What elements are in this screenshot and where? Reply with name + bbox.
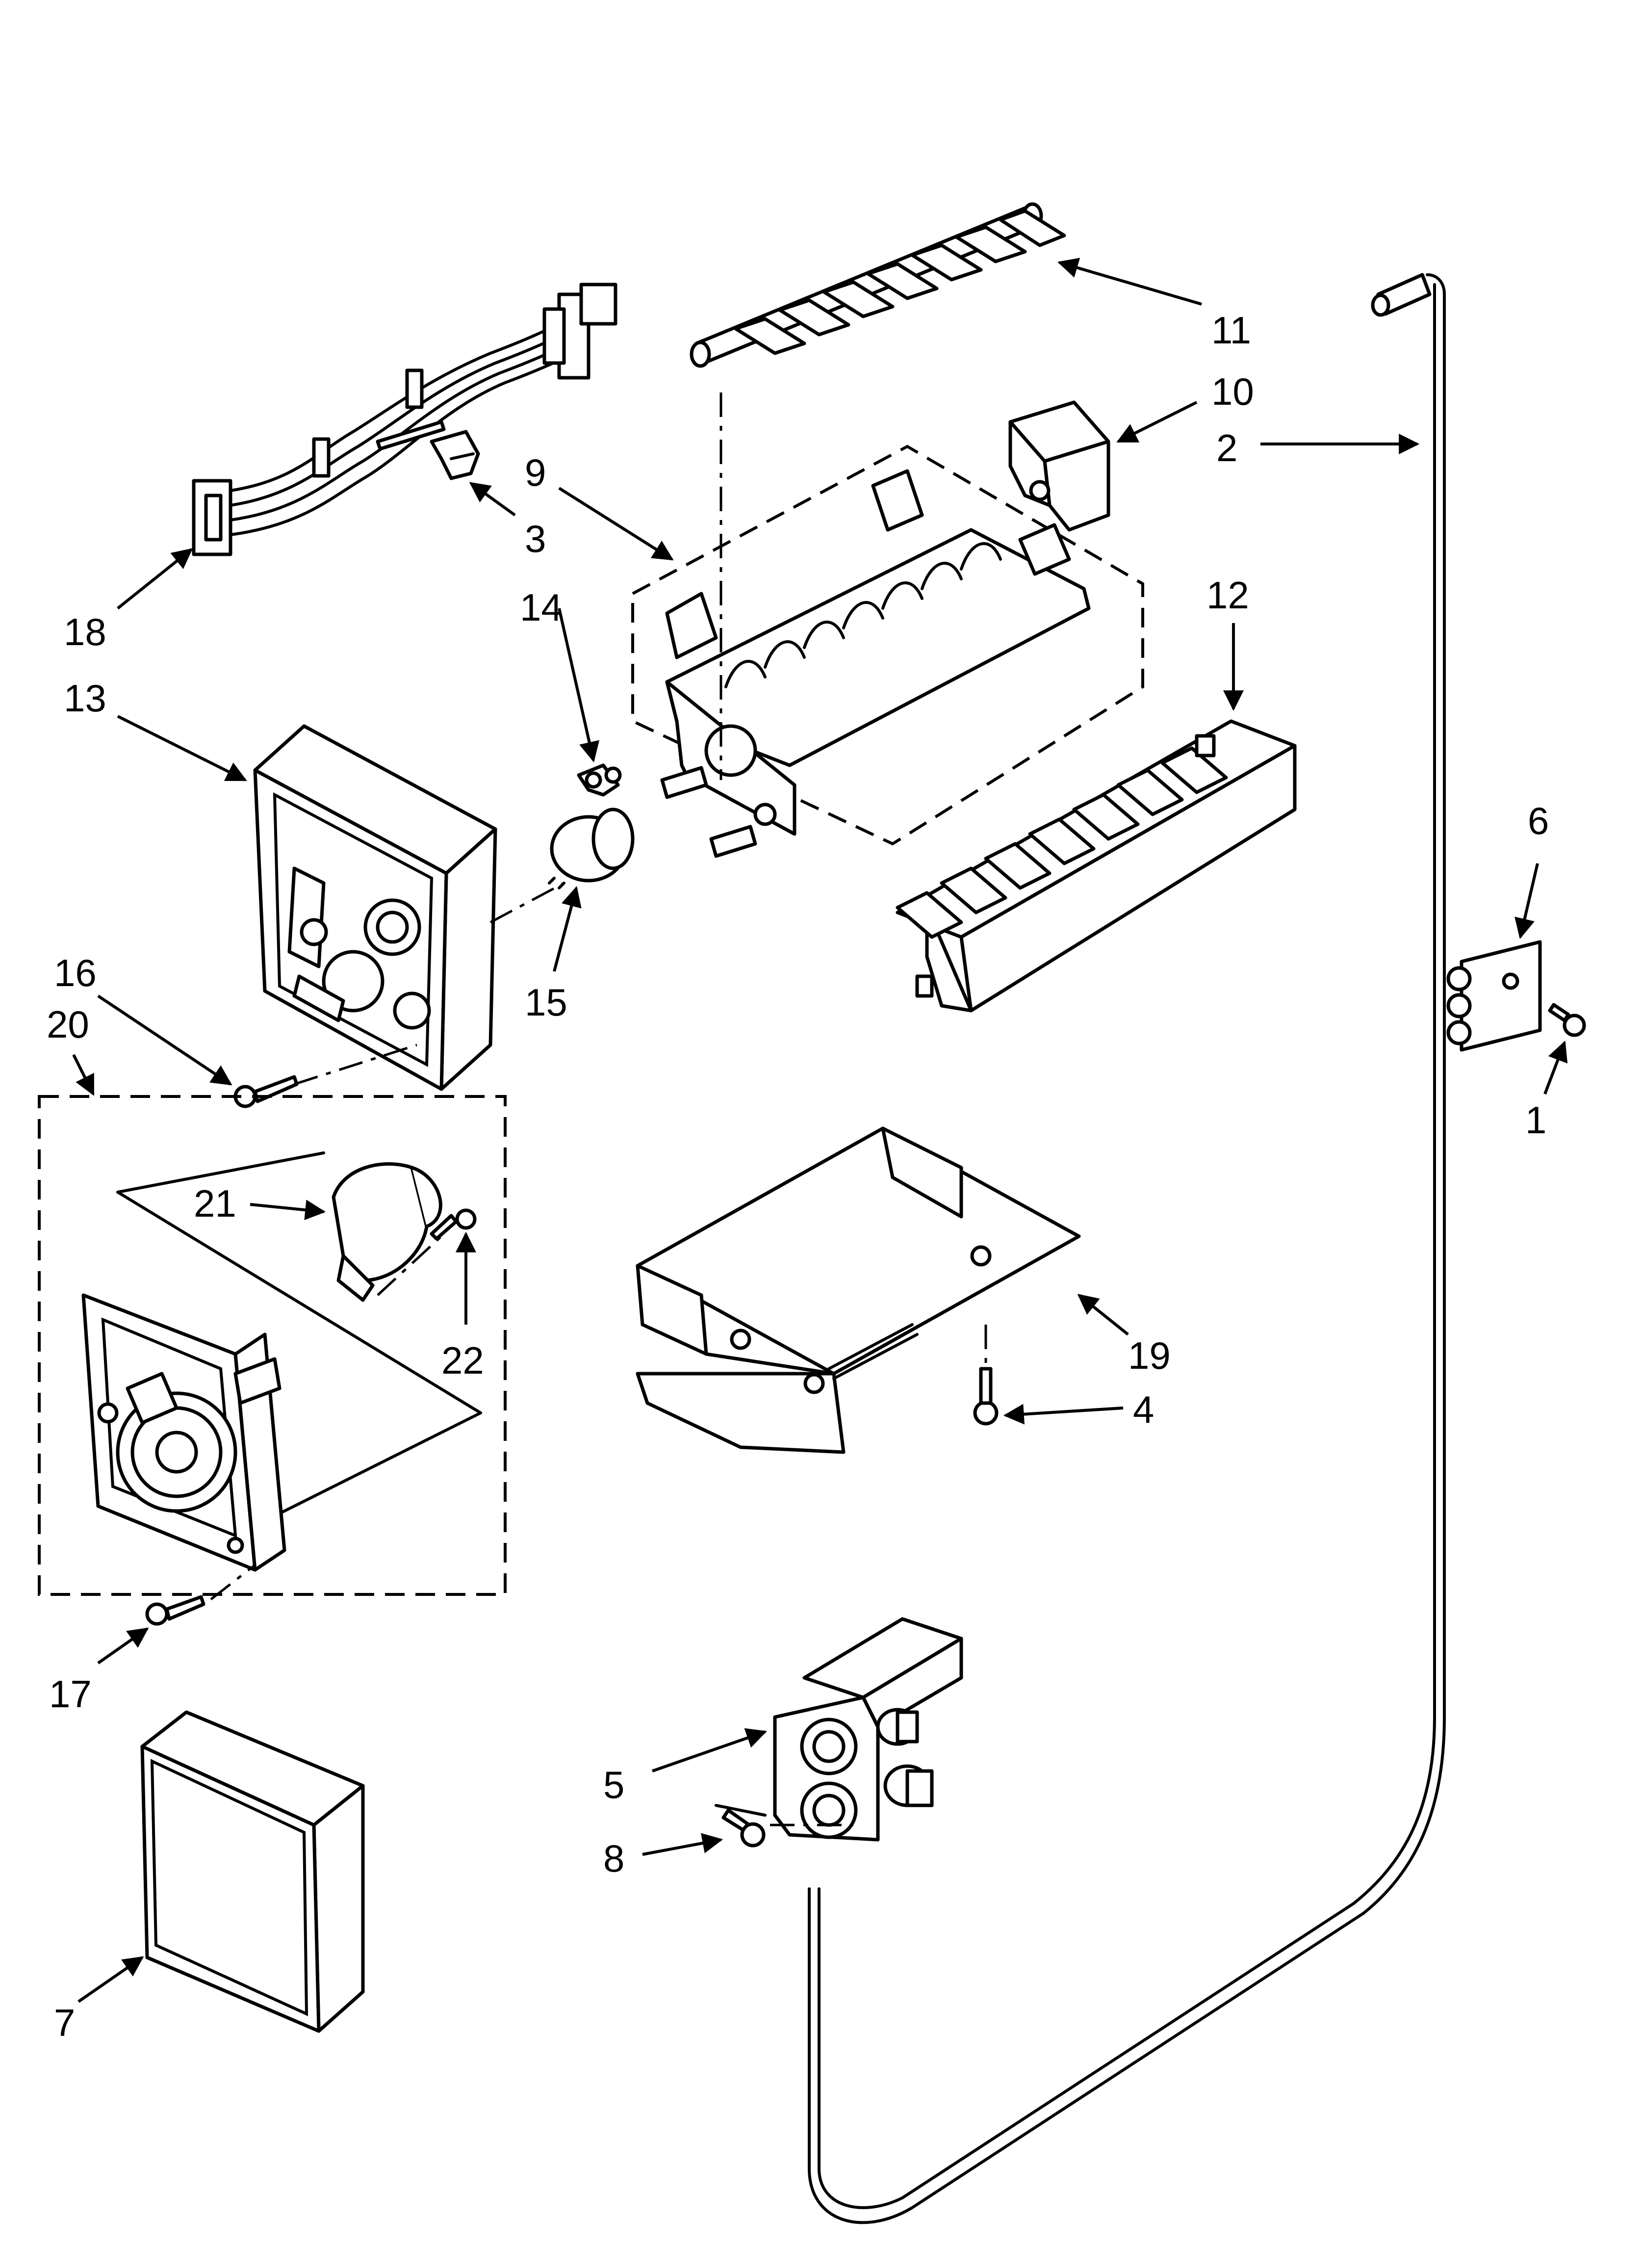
callout-14: 14 bbox=[520, 586, 563, 629]
ice-mold-assembly-part bbox=[631, 444, 1144, 858]
leader-8 bbox=[642, 1833, 723, 1856]
callout-10: 10 bbox=[1211, 370, 1254, 413]
thermostat-clip-part bbox=[577, 763, 622, 797]
callout-5: 5 bbox=[603, 1763, 624, 1806]
leader-11 bbox=[1057, 258, 1202, 306]
leader-3 bbox=[469, 482, 516, 517]
callout-21: 21 bbox=[194, 1182, 236, 1225]
leader-20 bbox=[72, 1054, 95, 1096]
water-valve-part bbox=[773, 1617, 963, 1842]
assembly-lines bbox=[210, 392, 853, 1826]
leader-1 bbox=[1543, 1041, 1568, 1095]
callout-labels: 11 10 2 9 3 18 12 14 13 15 6 16 20 1 21 … bbox=[47, 309, 1549, 2044]
callout-17: 17 bbox=[49, 1672, 92, 1716]
motor-control-assembly-part bbox=[38, 1095, 507, 1596]
mold-cover-part bbox=[1008, 400, 1110, 532]
callout-3: 3 bbox=[525, 517, 546, 560]
callout-19: 19 bbox=[1128, 1334, 1171, 1377]
leader-6 bbox=[1514, 863, 1539, 939]
callout-2: 2 bbox=[1216, 426, 1237, 469]
leader-16 bbox=[97, 994, 232, 1086]
callout-11: 11 bbox=[1211, 309, 1251, 352]
screw-16-part bbox=[233, 1075, 299, 1108]
leader-14 bbox=[558, 608, 600, 763]
callout-13: 13 bbox=[64, 677, 106, 720]
motor-part bbox=[332, 1162, 442, 1302]
callout-6: 6 bbox=[1528, 799, 1549, 842]
callout-18: 18 bbox=[64, 610, 106, 653]
screw-4-part bbox=[973, 1325, 999, 1426]
tube-bracket-part bbox=[1446, 940, 1542, 1052]
leader-4 bbox=[1003, 1404, 1124, 1425]
leader-19 bbox=[1077, 1294, 1129, 1336]
leader-9 bbox=[558, 487, 674, 561]
callout-20: 20 bbox=[47, 1003, 89, 1046]
ice-stripper-part bbox=[896, 719, 1297, 1013]
leader-18 bbox=[117, 548, 193, 610]
callout-7: 7 bbox=[54, 2001, 75, 2044]
leader-10 bbox=[1116, 401, 1198, 443]
ice-tray-part bbox=[636, 1126, 1081, 1454]
callout-8: 8 bbox=[603, 1837, 624, 1880]
callout-1: 1 bbox=[1525, 1098, 1546, 1142]
screw-17-part bbox=[145, 1595, 205, 1626]
fill-tube-part bbox=[808, 273, 1446, 2224]
leader-17 bbox=[97, 1627, 149, 1665]
callout-15: 15 bbox=[525, 981, 567, 1024]
bezel-frame-part bbox=[140, 1710, 365, 2033]
screw-22-part bbox=[430, 1208, 477, 1241]
screw-1-part bbox=[1548, 1003, 1586, 1037]
callout-4: 4 bbox=[1133, 1388, 1154, 1431]
leader-5 bbox=[652, 1728, 767, 1773]
leader-7 bbox=[77, 1956, 144, 2003]
leader-21 bbox=[250, 1199, 326, 1221]
wire-harness-part bbox=[192, 283, 617, 556]
leader-lines bbox=[72, 258, 1568, 2003]
screw-8-part bbox=[715, 1804, 767, 1848]
callout-12: 12 bbox=[1206, 574, 1249, 617]
callout-22: 22 bbox=[441, 1339, 484, 1382]
leader-15 bbox=[553, 886, 582, 972]
harness-clip-part bbox=[430, 430, 480, 480]
callout-16: 16 bbox=[54, 951, 97, 994]
module-housing-part bbox=[253, 724, 497, 1091]
ejector-shaft-part bbox=[690, 202, 1066, 368]
leader-13 bbox=[117, 715, 247, 782]
thermostat-part bbox=[548, 808, 635, 889]
callout-9: 9 bbox=[525, 451, 546, 494]
